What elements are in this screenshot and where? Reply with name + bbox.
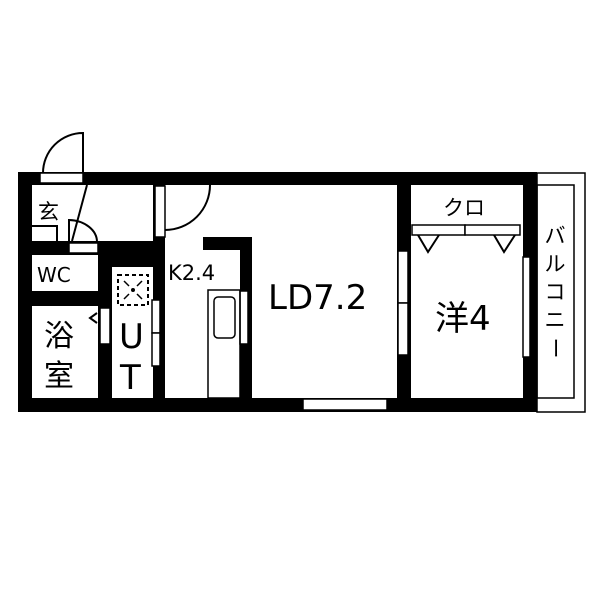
fixtures bbox=[117, 274, 241, 399]
ut-sliding-door-b bbox=[151, 332, 161, 367]
ld-room-door-b bbox=[397, 302, 409, 356]
balcony bbox=[536, 172, 586, 413]
washing-machine-space bbox=[117, 274, 149, 306]
balcony-window bbox=[522, 256, 531, 358]
room-label-wc: WC bbox=[37, 263, 71, 287]
kitchen-door-frame bbox=[154, 185, 166, 238]
room-label-ut-1: U bbox=[119, 317, 144, 357]
room-label-western: 洋4 bbox=[435, 299, 491, 339]
entrance-door-swing bbox=[42, 131, 84, 174]
room-label-entrance: 玄 bbox=[38, 200, 59, 224]
room-label-closet: クロ bbox=[443, 196, 485, 220]
bath-door bbox=[99, 307, 111, 345]
room-label-ut-2: T bbox=[119, 358, 141, 398]
room-label-bath-1: 浴 bbox=[44, 319, 74, 354]
svg-text:コ: コ bbox=[545, 280, 566, 304]
svg-text:ー: ー bbox=[543, 338, 567, 359]
openings bbox=[39, 172, 531, 411]
bath-vent-mark bbox=[88, 312, 98, 324]
wc-door-opening bbox=[68, 242, 99, 254]
room-label-kitchen: K2.4 bbox=[168, 261, 215, 285]
kitchen-door-swing bbox=[164, 184, 211, 231]
ld-room-door-a bbox=[397, 250, 409, 304]
closet-triangle-left bbox=[417, 234, 440, 254]
room-label-bath-2: 室 bbox=[44, 359, 74, 394]
svg-text:バ: バ bbox=[545, 224, 566, 248]
kitchen-window bbox=[239, 290, 249, 345]
room-label-balcony: バ ル コ ニ ー bbox=[543, 224, 567, 359]
ld-bottom-window bbox=[302, 398, 388, 411]
closet-door-b bbox=[464, 224, 521, 236]
entrance-step bbox=[32, 225, 58, 241]
ut-sliding-door-a bbox=[151, 299, 161, 334]
svg-text:ル: ル bbox=[545, 252, 566, 276]
entrance-diagonal bbox=[71, 184, 88, 242]
room-label-ld: LD7.2 bbox=[268, 278, 367, 318]
closet-door-a bbox=[411, 224, 466, 236]
svg-text:ニ: ニ bbox=[545, 308, 566, 332]
closet-triangle-right bbox=[493, 234, 516, 254]
entrance-door-opening bbox=[39, 172, 84, 184]
wc-door-swing bbox=[68, 218, 98, 243]
kitchen-counter bbox=[207, 289, 241, 399]
kitchen-sink bbox=[213, 296, 236, 339]
door-swings bbox=[32, 131, 516, 324]
